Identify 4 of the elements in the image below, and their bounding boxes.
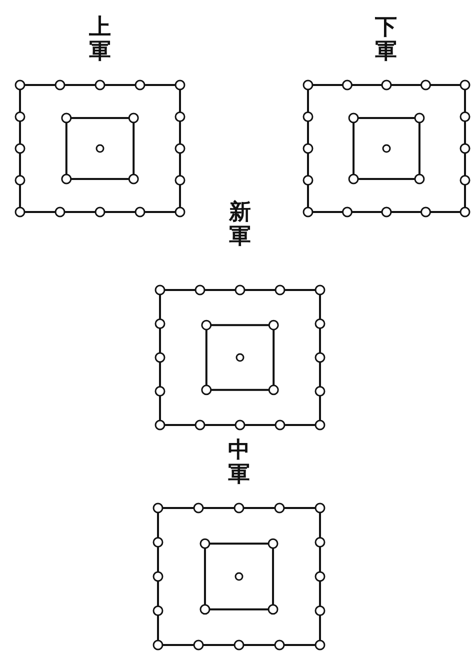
formation-label: 新軍 xyxy=(229,200,251,248)
formation-label: 上軍 xyxy=(89,15,111,64)
formation-label: 中軍 xyxy=(228,438,250,486)
formation-label: 下軍 xyxy=(375,15,397,64)
